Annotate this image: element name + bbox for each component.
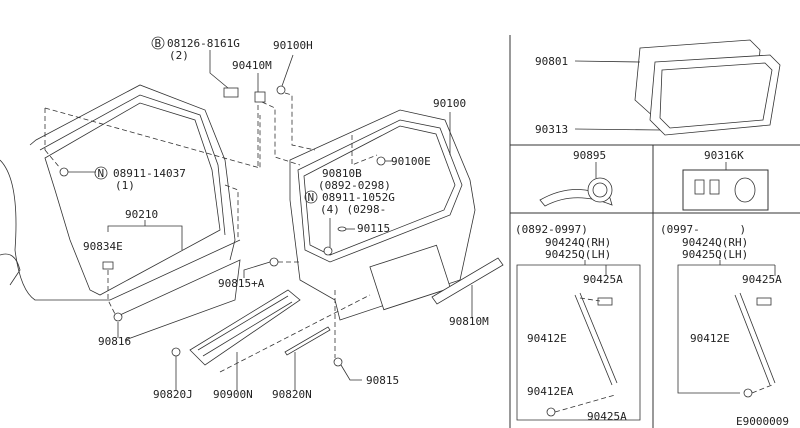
label-qty: (4) (0298- — [320, 203, 386, 216]
right-labels: 90801 90313 90895 90316K (0892-0997) 904… — [515, 55, 789, 428]
label-08126-8161G: 08126-8161G — [167, 37, 240, 50]
label-90816: 90816 — [98, 335, 131, 348]
label-qty: (1) — [115, 179, 135, 192]
label-90810B: 90810B — [322, 167, 362, 180]
nut-symbol: N — [308, 191, 315, 204]
label-90425Q: 90425Q(LH) — [545, 248, 611, 261]
label-range: (0997- ) — [660, 223, 746, 236]
label-90801: 90801 — [535, 55, 568, 68]
label-90316K: 90316K — [704, 149, 744, 162]
label-90100H: 90100H — [273, 39, 313, 52]
label-90425A: 90425A — [742, 273, 782, 286]
label-90412E: 90412E — [527, 332, 567, 345]
label-90900N: 90900N — [213, 388, 253, 401]
label-90810M: 90810M — [449, 315, 489, 328]
label-range: (0892-0298) — [318, 179, 391, 192]
back-door-drawing — [171, 50, 504, 390]
label-90410M: 90410M — [232, 59, 272, 72]
glass-drawing — [539, 39, 781, 211]
label-90895: 90895 — [573, 149, 606, 162]
label-90100: 90100 — [433, 97, 466, 110]
label-90425Q: 90425Q(LH) — [682, 248, 748, 261]
label-90424Q: 90424Q(RH) — [545, 236, 611, 249]
stay-drawings — [516, 260, 776, 421]
label-90820N: 90820N — [272, 388, 312, 401]
label-90313: 90313 — [535, 123, 568, 136]
label-90412EA: 90412EA — [527, 385, 574, 398]
label-08911-1052G: 08911-1052G — [322, 191, 395, 204]
label-90424Q: 90424Q(RH) — [682, 236, 748, 249]
label-90100E: 90100E — [391, 155, 431, 168]
label-90815-A: 90815+A — [218, 277, 265, 290]
label-90834E: 90834E — [83, 240, 123, 253]
label-90210: 90210 — [125, 208, 158, 221]
left-labels: B 08126-8161G (2) 90100H 90410M 90100 N … — [83, 36, 489, 401]
label-90425A: 90425A — [583, 273, 623, 286]
panel-frames — [509, 35, 800, 428]
label-90425A: 90425A — [587, 410, 627, 423]
bolt-symbol: B — [155, 37, 162, 50]
label-range: (0892-0997) — [515, 223, 588, 236]
label-90815: 90815 — [366, 374, 399, 387]
nut-symbol: N — [98, 167, 105, 180]
label-08911-14037: 08911-14037 — [113, 167, 186, 180]
label-90820J: 90820J — [153, 388, 193, 401]
label-qty: (2) — [169, 49, 189, 62]
diagram-code: E9000009 — [736, 415, 789, 428]
body-opening-drawing — [0, 84, 261, 341]
label-90115: 90115 — [357, 222, 390, 235]
label-90412E: 90412E — [690, 332, 730, 345]
